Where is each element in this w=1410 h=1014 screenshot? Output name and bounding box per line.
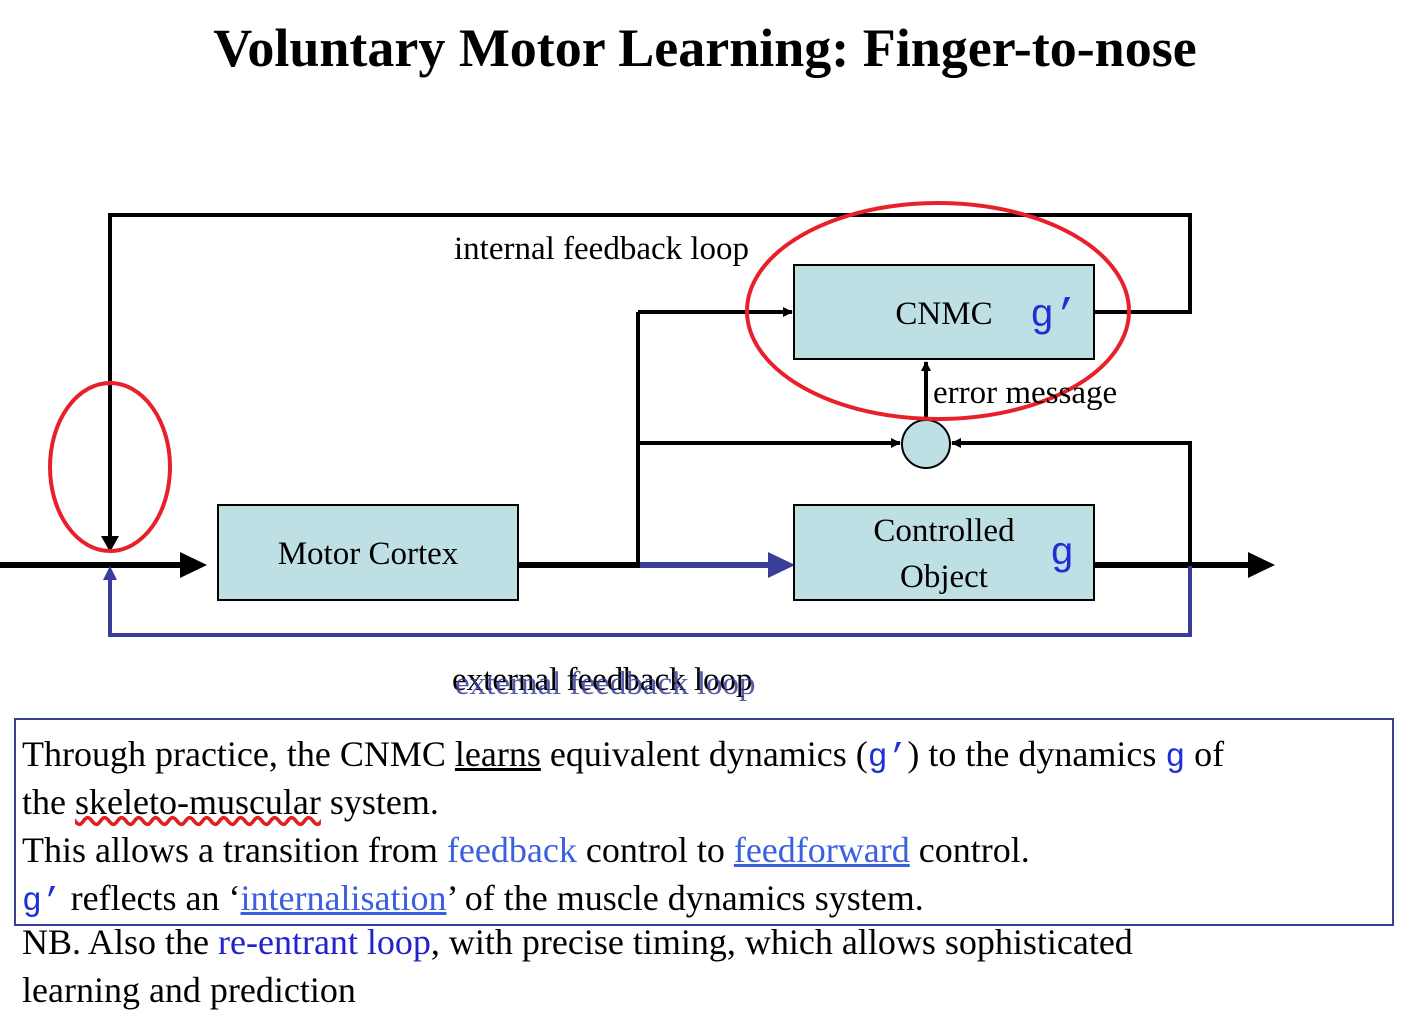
cnmc-label: CNMC	[895, 296, 993, 332]
highlight-ellipse-cnmc	[745, 201, 1131, 421]
internal-loop-arrowhead	[101, 536, 119, 552]
internal-loop-label: internal feedback loop	[454, 231, 750, 267]
text-span: equivalent dynamics (	[540, 734, 868, 774]
to-comparator-right-line	[951, 438, 1192, 565]
re-entrant-loop-link[interactable]: re-entrant loop	[218, 922, 431, 962]
internal-loop-line	[108, 213, 1192, 540]
output-arrowhead	[1248, 552, 1275, 578]
text-span: Through practice, the CNMC	[22, 734, 455, 774]
feedback-link[interactable]: feedback	[446, 830, 577, 870]
page-title: Voluntary Motor Learning: Finger-to-nose	[213, 18, 1197, 78]
text-line-5: NB. Also the re-entrant loop, with preci…	[22, 918, 1133, 966]
controlled-object-symbol: g	[1050, 532, 1075, 577]
text-span: , with precise timing, which allows soph…	[430, 922, 1133, 962]
text-line-3: This allows a transition from feedback c…	[22, 826, 1030, 874]
cnmc-box	[793, 264, 1095, 360]
g-symbol: g	[1165, 739, 1186, 776]
external-loop-arrowhead	[103, 566, 117, 580]
text-span: NB. Also the	[22, 922, 219, 962]
text-span: ’ of the muscle dynamics system.	[446, 878, 924, 918]
motor-learning-diagram	[0, 201, 1275, 637]
external-loop-label: external feedback loop	[455, 666, 756, 702]
text-line-1: Through practice, the CNMC learns equiva…	[22, 730, 1224, 782]
highlight-ellipse-junction	[48, 381, 172, 553]
text-span: reflects an ‘	[61, 878, 241, 918]
text-line-4: g’ reflects an ‘internalisation’ of the …	[22, 874, 924, 926]
controlled-object-label-line1: Controlled	[873, 513, 1015, 549]
controlled-object-label-line2: Object	[900, 559, 988, 595]
motor-cortex-label: Motor Cortex	[277, 536, 459, 572]
text-span: ) to the dynamics	[907, 734, 1166, 774]
controlled-object-box	[793, 504, 1095, 601]
g-prime-symbol: g’	[867, 739, 908, 776]
learns-word: learns	[454, 734, 541, 774]
text-span: the	[22, 782, 75, 822]
text-line-6: learning and prediction	[22, 966, 356, 1014]
to-controlled-object-arrowhead	[768, 552, 795, 578]
comparator-circle	[901, 419, 951, 469]
text-span: control.	[909, 830, 1030, 870]
cnmc-symbol: g’	[1030, 294, 1079, 339]
text-span: learning and prediction	[22, 970, 356, 1010]
text-span: control to	[576, 830, 734, 870]
error-message-label: error message	[933, 375, 1118, 411]
input-arrowhead	[180, 552, 207, 578]
external-loop-label-shadow: external feedback loop	[452, 662, 753, 698]
text-span: This allows a transition from	[22, 830, 447, 870]
external-loop-line	[108, 566, 1192, 637]
g-prime-symbol: g’	[22, 883, 62, 920]
feedforward-link[interactable]: feedforward	[733, 830, 910, 870]
text-span: system.	[320, 782, 439, 822]
text-span: of	[1185, 734, 1225, 774]
skeleto-muscular-word: skeleto-muscular	[74, 782, 321, 822]
internalisation-link[interactable]: internalisation	[240, 878, 447, 918]
explanation-box	[14, 718, 1394, 926]
text-line-2: the skeleto-muscular system.	[22, 778, 439, 826]
motor-cortex-box	[217, 504, 519, 601]
